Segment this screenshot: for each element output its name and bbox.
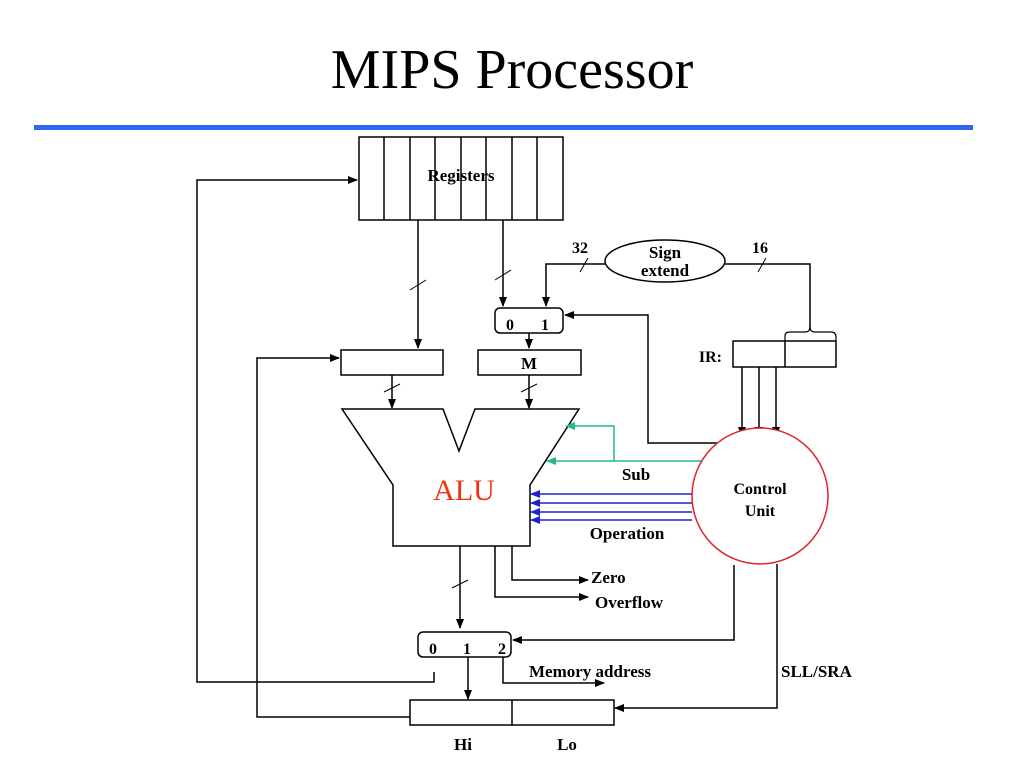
alu-a-register — [340, 349, 444, 376]
alu-m-register: M — [477, 349, 582, 376]
mux-top-input-0: 0 — [506, 317, 514, 334]
sign-extend-in-wire — [725, 263, 811, 330]
register-file: Registers — [358, 136, 564, 221]
mux-select-control-wire — [512, 565, 735, 644]
slide-title: MIPS Processor — [330, 39, 694, 101]
mux-alu-b: 0 1 — [494, 307, 564, 334]
sign-extend-unit: Sign extend — [604, 239, 726, 283]
hi-label: Hi — [454, 735, 472, 754]
sll-sra-label: SLL/SRA — [781, 662, 853, 681]
mux-bottom-input-2: 2 — [498, 641, 506, 658]
memory-address-label: Memory address — [529, 662, 651, 681]
registers-label: Registers — [427, 166, 494, 185]
alu-label: ALU — [433, 474, 495, 507]
lo-label: Lo — [557, 735, 577, 754]
operation-label: Operation — [590, 524, 665, 543]
sign-extend-label-1: Sign — [649, 243, 682, 262]
hi-lo-registers: Hi Lo — [409, 699, 615, 754]
sign-extend-out-wire — [542, 263, 605, 307]
sign-extend-label-2: extend — [641, 261, 690, 280]
mux-bottom-input-1: 1 — [463, 641, 471, 658]
alusrc-control-wire — [564, 311, 725, 444]
title-divider — [34, 125, 973, 130]
control-unit-label-2: Unit — [745, 503, 776, 520]
m-register-label: M — [521, 354, 537, 373]
sub-signal-wire-a — [565, 422, 615, 461]
ir-label: IR: — [699, 349, 722, 366]
overflow-label: Overflow — [595, 593, 664, 612]
mux-top-input-1: 1 — [541, 317, 549, 334]
zero-label: Zero — [591, 568, 626, 587]
control-unit-label-1: Control — [733, 481, 787, 498]
hi-feedback-wire — [256, 354, 410, 718]
width-32-label: 32 — [572, 240, 588, 257]
mux-result: 0 1 2 — [417, 631, 512, 658]
alu: ALU — [340, 408, 581, 547]
memory-address-wire — [502, 657, 605, 687]
width-16-label: 16 — [752, 240, 768, 257]
control-unit: Control Unit — [691, 427, 829, 565]
instruction-register: IR: — [699, 326, 837, 368]
sub-label: Sub — [622, 465, 650, 484]
sll-sra-control-wire — [614, 564, 778, 712]
writeback-wire — [196, 176, 435, 683]
overflow-wire — [494, 546, 589, 601]
zero-wire — [511, 546, 589, 584]
mux-bottom-input-0: 0 — [429, 641, 437, 658]
